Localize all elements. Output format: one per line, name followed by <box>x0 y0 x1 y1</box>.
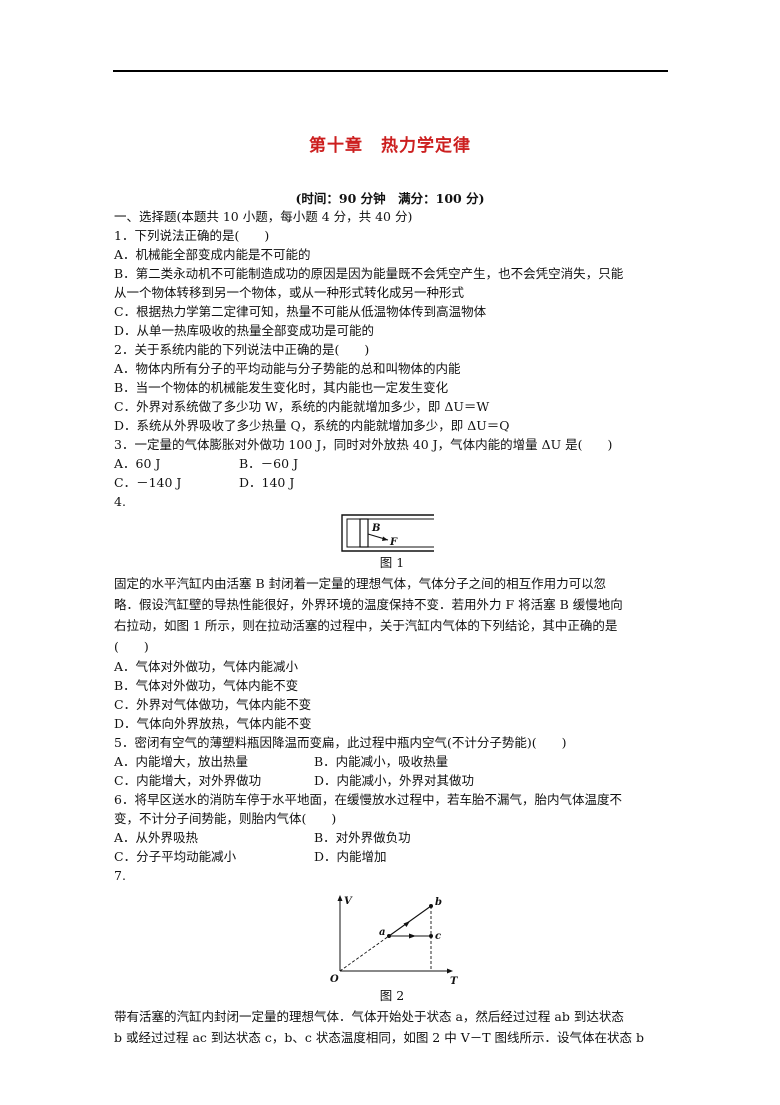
question-6-cont: 变，不计分子间势能，则胎内气体( ) <box>114 811 337 826</box>
state-b-label: b <box>435 897 442 908</box>
vt-diagram: V T O a b c <box>330 895 459 986</box>
top-rule <box>113 70 668 72</box>
q4-option-b: B．气体对外做功，气体内能不变 <box>114 678 299 693</box>
question-4-cont-1: 略．假设汽缸壁的导热性能很好，外界环境的温度保持不变．若用外力 F 将活塞 B … <box>114 597 623 612</box>
q1-option-b-cont: 从一个物体转移到另一个物体，或从一种形式转化成另一种形式 <box>114 285 465 300</box>
section-heading: 一、选择题(本题共 10 小题，每小题 4 分，共 40 分) <box>114 209 413 224</box>
q4-option-a: A．气体对外做功，气体内能减小 <box>114 659 299 674</box>
state-a-label: a <box>379 927 385 938</box>
q3-option-d: D．140 J <box>239 475 295 490</box>
figure-2-caption: 图 2 <box>379 988 405 1003</box>
state-c-label: c <box>435 931 441 942</box>
q4-option-c: C．外界对气体做功，气体内能不变 <box>114 697 312 712</box>
figure-1-caption: 图 1 <box>379 555 405 570</box>
q6-option-c: C．分子平均动能减小 <box>114 849 237 864</box>
question-4-blank: ( ) <box>114 639 149 654</box>
question-1: 1．下列说法正确的是( ) <box>114 228 270 243</box>
question-7-cont: b 或经过过程 ac 到达状态 c，b、c 状态温度相同，如图 2 中 V－T … <box>114 1030 645 1045</box>
q5-option-c: C．内能增大，对外界做功 <box>114 773 262 788</box>
question-4-number: 4. <box>114 494 126 509</box>
q5-option-d: D．内能减小，外界对其做功 <box>314 773 475 788</box>
q1-option-b: B．第二类永动机不可能制造成功的原因是因为能量既不会凭空产生，也不会凭空消失，只… <box>114 266 624 281</box>
question-5: 5．密闭有空气的薄塑料瓶因降温而变扁，此过程中瓶内空气(不计分子势能)( ) <box>114 735 567 750</box>
q5-options-cd: C．内能增大，对外界做功 D．内能减小，外界对其做功 <box>114 771 670 790</box>
question-2: 2．关于系统内能的下列说法中正确的是( ) <box>114 342 370 357</box>
q3-option-a: A．60 J <box>114 456 161 471</box>
question-6: 6．将早区送水的消防车停于水平地面，在缓慢放水过程中，若车胎不漏气，胎内气体温度… <box>114 792 622 807</box>
q6-option-a: A．从外界吸热 <box>114 830 199 845</box>
exam-info: (时间：90 分钟 满分：100 分) <box>295 191 485 206</box>
q1-option-a: A．机械能全部变成内能是不可能的 <box>114 247 311 262</box>
q5-options-ab: A．内能增大，放出热量 B．内能减小，吸收热量 <box>114 752 670 771</box>
question-4: 固定的水平汽缸内由活塞 B 封闭着一定量的理想气体，气体分子之间的相互作用力可以… <box>114 576 607 591</box>
chapter-title: 第十章 热力学定律 <box>309 136 471 156</box>
q5-option-b: B．内能减小，吸收热量 <box>314 754 449 769</box>
t-axis-label: T <box>450 976 459 986</box>
q2-option-b: B．当一个物体的机械能发生变化时，其内能也一定发生变化 <box>114 380 449 395</box>
question-7: 带有活塞的汽缸内封闭一定量的理想气体．气体开始处于状态 a，然后经过过程 ab … <box>114 1009 624 1024</box>
force-label: F <box>389 537 398 548</box>
question-4-cont-2: 右拉动，如图 1 所示，则在拉动活塞的过程中，关于汽缸内气体的下列结论，其中正确… <box>114 618 618 633</box>
q6-options-ab: A．从外界吸热 B．对外界做负功 <box>114 828 670 847</box>
q3-options-ab: A．60 J B．－60 J <box>114 454 670 473</box>
q3-options-cd: C．－140 J D．140 J <box>114 473 670 492</box>
v-axis-label: V <box>344 896 353 907</box>
figure-1-cylinder: B F <box>114 513 670 553</box>
q6-option-d: D．内能增加 <box>314 849 387 864</box>
q6-option-b: B．对外界做负功 <box>314 830 411 845</box>
figure-2-vt-graph: V T O a b c <box>114 891 670 986</box>
q1-option-d: D．从单一热库吸收的热量全部变成功是可能的 <box>114 323 375 338</box>
q3-option-c: C．－140 J <box>114 475 182 490</box>
q2-option-a: A．物体内所有分子的平均动能与分子势能的总和叫物体的内能 <box>114 361 461 376</box>
q4-option-d: D．气体向外界放热，气体内能不变 <box>114 716 312 731</box>
origin-label: O <box>330 974 339 985</box>
exam-body: 一、选择题(本题共 10 小题，每小题 4 分，共 40 分) 1．下列说法正确… <box>114 207 670 1048</box>
piston-label: B <box>371 523 380 534</box>
q2-option-d: D．系统从外界吸收了多少热量 Q，系统的内能就增加多少，即 ΔU＝Q <box>114 418 510 433</box>
q1-option-c: C．根据热力学第二定律可知，热量不可能从低温物体传到高温物体 <box>114 304 487 319</box>
question-7-number: 7. <box>114 868 126 883</box>
q6-options-cd: C．分子平均动能减小 D．内能增加 <box>114 847 670 866</box>
question-3: 3．一定量的气体膨胀对外做功 100 J，同时对外放热 40 J，气体内能的增量… <box>114 437 613 452</box>
q3-option-b: B．－60 J <box>239 456 299 471</box>
q2-option-c: C．外界对系统做了多少功 W，系统的内能就增加多少，即 ΔU＝W <box>114 399 490 414</box>
cylinder-diagram: B F <box>341 514 434 552</box>
q5-option-a: A．内能增大，放出热量 <box>114 754 249 769</box>
